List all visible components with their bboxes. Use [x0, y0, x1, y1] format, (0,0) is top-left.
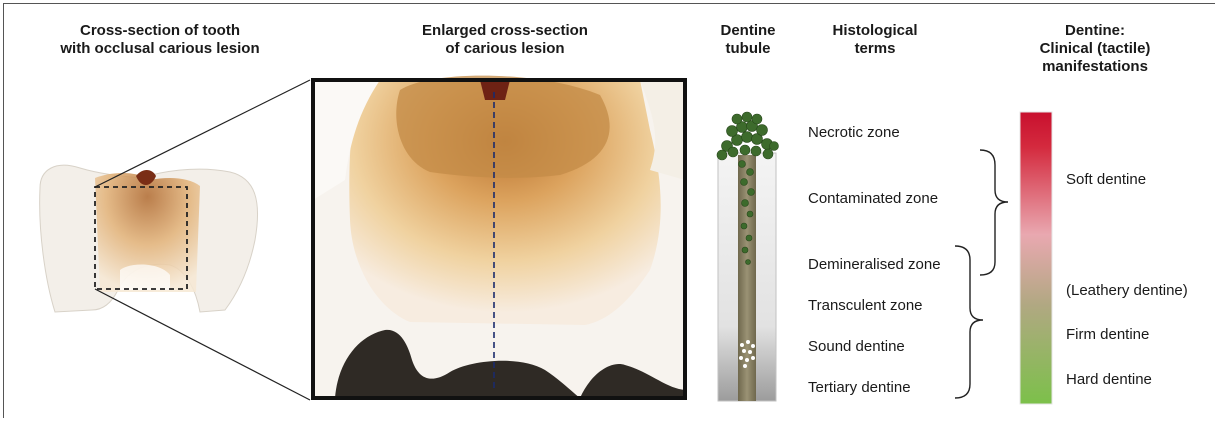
- enlarged-lesion-image: [313, 76, 685, 398]
- dentine-tubule-illustration: [717, 112, 779, 401]
- term-contaminated-zone: Contaminated zone: [808, 190, 938, 208]
- term-transculent-zone: Transculent zone: [808, 297, 923, 315]
- clinical-soft-dentine: Soft dentine: [1066, 171, 1146, 189]
- term-tertiary-dentine: Tertiary dentine: [808, 379, 911, 397]
- term-necrotic-zone: Necrotic zone: [808, 124, 900, 142]
- term-demineralised-zone: Demineralised zone: [808, 256, 941, 274]
- clinical-leathery-dentine: (Leathery dentine): [1066, 282, 1188, 300]
- term-sound-dentine: Sound dentine: [808, 338, 905, 356]
- clinical-firm-dentine: Firm dentine: [1066, 326, 1149, 344]
- tooth-cross-section-image: [40, 165, 258, 312]
- bracket-demineralised-tertiary: [955, 246, 983, 398]
- bracket-necrotic-contaminated: [980, 150, 1008, 275]
- clinical-gradient-bar: [1020, 112, 1052, 404]
- clinical-hard-dentine: Hard dentine: [1066, 371, 1152, 389]
